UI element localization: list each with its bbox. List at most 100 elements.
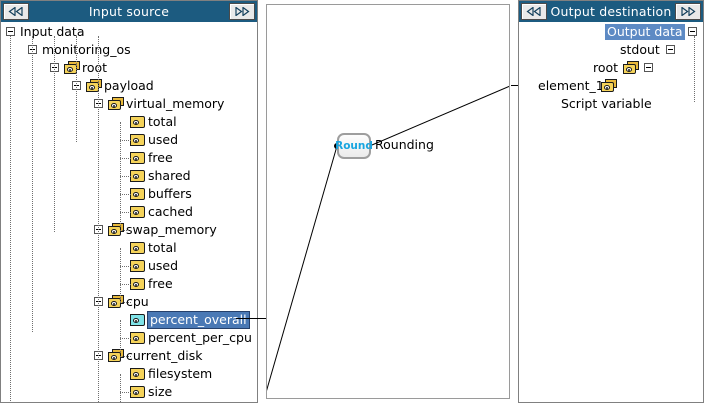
tree-guide-line xyxy=(120,374,121,402)
folder-icon xyxy=(130,241,146,255)
tree-guide-line xyxy=(120,302,131,303)
tree-item[interactable]: size xyxy=(1,383,257,401)
rounding-node-caption: Rounding xyxy=(375,137,434,152)
output-prev-button[interactable] xyxy=(521,3,547,20)
folder-icon xyxy=(108,97,124,111)
tree-item-label: shared xyxy=(148,168,191,183)
mapping-canvas[interactable]: Round Rounding xyxy=(266,4,510,399)
input-next-button[interactable] xyxy=(229,3,255,20)
input-source-titlebar: Input source xyxy=(1,1,257,22)
tree-guide-line xyxy=(120,248,121,302)
tree-item[interactable]: monitoring_os xyxy=(1,41,257,59)
tree-guide-line xyxy=(120,230,131,231)
tree-item-label: current_disk xyxy=(126,348,203,363)
folder-icon xyxy=(130,277,146,291)
tree-item[interactable]: percent_per_cpu xyxy=(1,329,257,347)
folder-icon xyxy=(130,151,146,165)
tree-item[interactable]: swap_memory xyxy=(1,221,257,239)
tree-item-label: payload xyxy=(104,78,154,93)
tree-guide-line xyxy=(120,212,131,213)
expander-toggle[interactable] xyxy=(666,45,675,54)
tree-guide-line xyxy=(120,122,121,226)
tree-item[interactable]: total xyxy=(1,113,257,131)
expander-toggle[interactable] xyxy=(644,63,653,72)
tree-guide-line xyxy=(120,320,121,352)
tree-guide-line xyxy=(120,356,131,357)
tree-item-label: cpu xyxy=(126,294,149,309)
tree-item[interactable]: total xyxy=(1,239,257,257)
tree-item[interactable]: stdout xyxy=(519,41,703,59)
tree-item-label: element_1 xyxy=(538,78,604,93)
tree-item-label: root xyxy=(82,60,108,75)
expander-toggle[interactable] xyxy=(6,27,15,36)
folder-icon xyxy=(601,79,617,93)
tree-item-label: filesystem xyxy=(148,366,213,381)
tree-guide-line xyxy=(120,338,131,339)
input-source-title: Input source xyxy=(88,4,170,19)
tree-item-label: Input data xyxy=(20,24,85,39)
expander-toggle[interactable] xyxy=(688,27,697,36)
folder-icon xyxy=(108,349,124,363)
tree-item[interactable]: Script variable xyxy=(519,95,703,113)
connection-lines xyxy=(267,85,509,391)
tree-item-label: root xyxy=(593,60,619,75)
tree-item[interactable]: virtual_memory xyxy=(1,95,257,113)
folder-icon xyxy=(130,367,146,381)
tree-guide-line xyxy=(98,36,99,402)
tree-item[interactable]: shared xyxy=(1,167,257,185)
tree-item-label: virtual_memory xyxy=(126,96,225,111)
tree-item-label: stdout xyxy=(620,42,660,57)
folder-icon xyxy=(130,205,146,219)
tree-guide-line xyxy=(120,158,131,159)
tree-item-label: size xyxy=(148,384,173,399)
output-next-button[interactable] xyxy=(675,3,701,20)
tree-item[interactable]: root xyxy=(519,59,703,77)
tree-item[interactable]: buffers xyxy=(1,185,257,203)
folder-icon xyxy=(130,313,146,327)
tree-item[interactable]: Input data xyxy=(1,23,257,41)
tree-guide-line xyxy=(54,36,55,232)
tree-item[interactable]: element_1 xyxy=(519,77,703,95)
tree-item-label: free xyxy=(148,276,173,291)
folder-icon xyxy=(623,61,639,75)
tree-item-label: percent_overall xyxy=(147,311,250,329)
tree-item[interactable]: payload xyxy=(1,77,257,95)
double-left-arrow-icon xyxy=(8,7,23,16)
tree-item[interactable]: used xyxy=(1,131,257,149)
tree-item[interactable]: used xyxy=(1,257,257,275)
tree-item-label: free xyxy=(148,150,173,165)
tree-guide-line xyxy=(120,266,131,267)
tree-item[interactable]: root xyxy=(1,59,257,77)
tree-item-label: swap_memory xyxy=(126,222,217,237)
tree-item[interactable]: current_disk xyxy=(1,347,257,365)
tree-item-label: cached xyxy=(148,204,193,219)
folder-icon xyxy=(130,169,146,183)
tree-item[interactable]: percent_overall xyxy=(1,311,257,329)
input-connector-stub xyxy=(236,318,266,319)
tree-item[interactable]: cached xyxy=(1,203,257,221)
tree-item-label: Script variable xyxy=(561,96,652,111)
tree-guide-line xyxy=(76,36,77,142)
rounding-node-label: Round xyxy=(335,139,373,152)
connection-line-output xyxy=(371,85,509,146)
tree-item[interactable]: Output data xyxy=(519,23,703,41)
tree-guide-line xyxy=(120,392,131,393)
tree-guide-line xyxy=(120,140,131,141)
tree-guide-line xyxy=(694,36,695,102)
tree-item-label: used xyxy=(148,132,179,147)
folder-icon xyxy=(64,61,80,75)
folder-icon xyxy=(108,223,124,237)
tree-guide-line xyxy=(120,176,131,177)
input-prev-button[interactable] xyxy=(3,3,29,20)
folder-icon xyxy=(108,295,124,309)
double-right-arrow-icon xyxy=(681,7,696,16)
tree-guide-line xyxy=(10,36,11,402)
rounding-node[interactable]: Round xyxy=(335,133,373,159)
tree-item[interactable]: filesystem xyxy=(1,365,257,383)
connection-line-input xyxy=(267,145,338,391)
